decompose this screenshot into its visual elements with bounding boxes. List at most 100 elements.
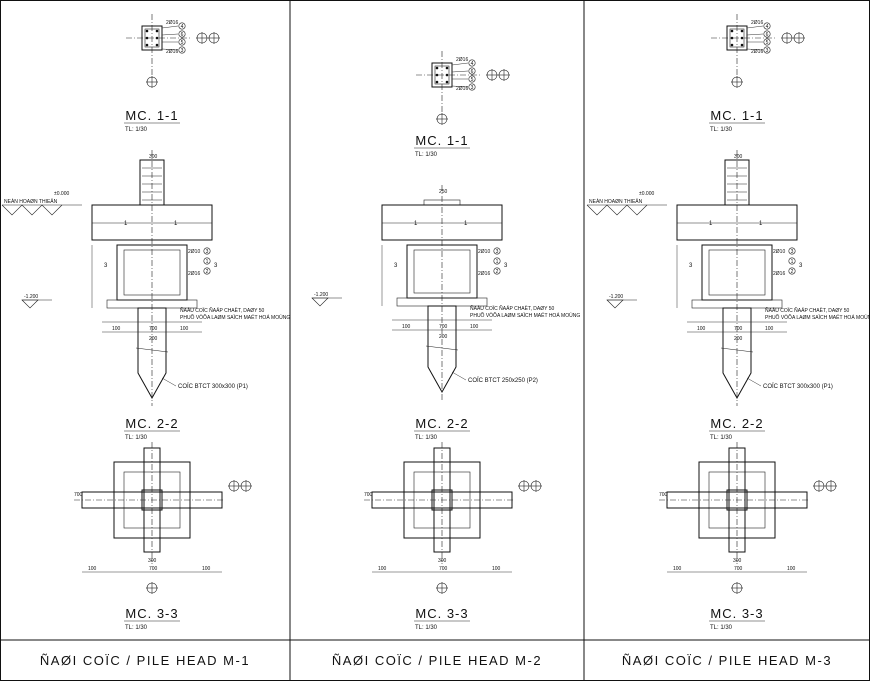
rebar-mark-circle bbox=[203, 267, 211, 275]
plan-dim-700v: 700 bbox=[364, 492, 373, 498]
dim-top: 300 bbox=[149, 154, 158, 160]
rebar-mark-circle bbox=[178, 22, 186, 30]
plan-dim-300: 300 bbox=[438, 558, 447, 564]
rebar-mark-circle bbox=[763, 46, 771, 54]
beam-label-left: 1 bbox=[414, 221, 418, 227]
rebar-mark-label: 4 bbox=[181, 24, 184, 30]
cut-label-left: 3 bbox=[104, 263, 108, 269]
rebar-dot bbox=[155, 43, 159, 47]
footer-title-m3: ÑAØI COÏC / PILE HEAD M-3 bbox=[622, 653, 832, 668]
rebar-dot bbox=[435, 73, 439, 77]
dim-100: 100 bbox=[180, 326, 189, 332]
rebar-mark-label: 4 bbox=[766, 24, 769, 30]
plan-dim-300: 300 bbox=[148, 558, 157, 564]
rebar-mark-label: 1 bbox=[206, 259, 209, 265]
rebar-mark-circle bbox=[763, 30, 771, 38]
beam-label-left: 1 bbox=[709, 221, 713, 227]
rebar-mark-circle bbox=[493, 267, 501, 275]
section-title-2-2: MC. 2-2 bbox=[415, 416, 468, 431]
rebar-mark-circle bbox=[493, 257, 501, 265]
dim-100: 100 bbox=[470, 324, 479, 330]
section-title-1-1: MC. 1-1 bbox=[710, 108, 763, 123]
plan-dim-700: 700 bbox=[734, 566, 743, 572]
pile-note-1: ÑAÀU COÏC ÑAÄP CHAËT, DAØY 50 bbox=[765, 307, 850, 314]
plan-dim-700: 700 bbox=[439, 566, 448, 572]
cut-label-right: 3 bbox=[799, 263, 803, 269]
leader bbox=[451, 62, 469, 66]
leader bbox=[161, 25, 179, 29]
rebar-mark-label: 2 bbox=[206, 269, 209, 275]
rebar-dot bbox=[145, 43, 149, 47]
rebar-mark-label: 3 bbox=[181, 48, 184, 54]
level-top: ±0.000 bbox=[639, 191, 654, 197]
rebar-mark-label: 5 bbox=[181, 40, 184, 46]
ground-label: NEÀN HOAØN THIEÄN bbox=[4, 198, 58, 205]
beam-label-right: 1 bbox=[464, 221, 468, 227]
dim-200: 200 bbox=[734, 336, 743, 342]
section-scale-2-2: TL: 1/30 bbox=[415, 435, 438, 441]
rebar-note: 2Ø16 bbox=[188, 271, 200, 277]
dim-top: 300 bbox=[734, 154, 743, 160]
ground-label: NEÀN HOAØN THIEÄN bbox=[589, 198, 643, 205]
plan-dim-700: 700 bbox=[149, 566, 158, 572]
beam-label-right: 1 bbox=[759, 221, 763, 227]
rebar-note: 2Ø16 bbox=[478, 271, 490, 277]
level-marker bbox=[311, 297, 329, 307]
rebar-note: 2Ø10 bbox=[188, 249, 200, 255]
rebar-mark-label: 3 bbox=[496, 249, 499, 255]
plan-dim-100: 100 bbox=[88, 566, 97, 572]
rebar-mark-circle bbox=[493, 247, 501, 255]
section-scale-2-2: TL: 1/30 bbox=[125, 435, 148, 441]
rebar-note: 2Ø16 bbox=[166, 20, 178, 26]
rebar-mark-label: 5 bbox=[766, 40, 769, 46]
rebar-note: 2Ø10 bbox=[773, 249, 785, 255]
pile-note-2: PHUÕ VÖÕA LAØM SAÏCH MAËT HOÁ MOÙNG bbox=[180, 314, 290, 321]
rebar-note: 2Ø16 bbox=[456, 86, 468, 92]
beam-label-right: 1 bbox=[174, 221, 178, 227]
plan-dim-100: 100 bbox=[492, 566, 501, 572]
rebar-note: 2Ø16 bbox=[773, 271, 785, 277]
rebar-mark-circle bbox=[788, 247, 796, 255]
beam-label-left: 1 bbox=[124, 221, 128, 227]
pile-leader bbox=[161, 377, 177, 387]
level-bottom: -1.200 bbox=[24, 294, 38, 300]
section-scale-2-2: TL: 1/30 bbox=[710, 435, 733, 441]
rebar-dot bbox=[445, 80, 449, 84]
rebar-mark-label: 3 bbox=[791, 249, 794, 255]
rebar-mark-label: 4 bbox=[471, 61, 474, 67]
pile-note-2: PHUÕ VÖÕA LAØM SAÏCH MAËT HOÁ MOÙNG bbox=[765, 314, 870, 321]
pile-note-2: PHUÕ VÖÕA LAØM SAÏCH MAËT HOÁ MOÙNG bbox=[470, 312, 580, 319]
rebar-mark-circle bbox=[203, 247, 211, 255]
rebar-mark-label: 2 bbox=[496, 269, 499, 275]
rebar-dot bbox=[730, 43, 734, 47]
rebar-dot bbox=[435, 80, 439, 84]
section-title-2-2: MC. 2-2 bbox=[710, 416, 763, 431]
dim-700: 700 bbox=[149, 326, 158, 332]
pile-note-1: ÑAÀU COÏC ÑAÄP CHAËT, DAØY 50 bbox=[180, 307, 265, 314]
rebar-dot bbox=[155, 29, 159, 33]
pile-designation: COÏC BTCT 300x300 (P1) bbox=[178, 383, 248, 390]
rebar-mark-label: 6 bbox=[471, 69, 474, 75]
plan-dim-100: 100 bbox=[378, 566, 387, 572]
rebar-note: 2Ø16 bbox=[751, 49, 763, 55]
rebar-mark-circle bbox=[788, 257, 796, 265]
dim-100: 100 bbox=[697, 326, 706, 332]
rebar-dot bbox=[445, 66, 449, 70]
section-title-3-3: MC. 3-3 bbox=[125, 606, 178, 621]
pile-designation: COÏC BTCT 250x250 (P2) bbox=[468, 377, 538, 384]
section-scale-3-3: TL: 1/30 bbox=[415, 625, 438, 631]
rebar-mark-label: 6 bbox=[766, 32, 769, 38]
cut-label-left: 3 bbox=[689, 263, 693, 269]
pile-designation: COÏC BTCT 300x300 (P1) bbox=[763, 383, 833, 390]
rebar-note: 2Ø16 bbox=[751, 20, 763, 26]
rebar-dot bbox=[730, 36, 734, 40]
leader bbox=[161, 48, 179, 51]
